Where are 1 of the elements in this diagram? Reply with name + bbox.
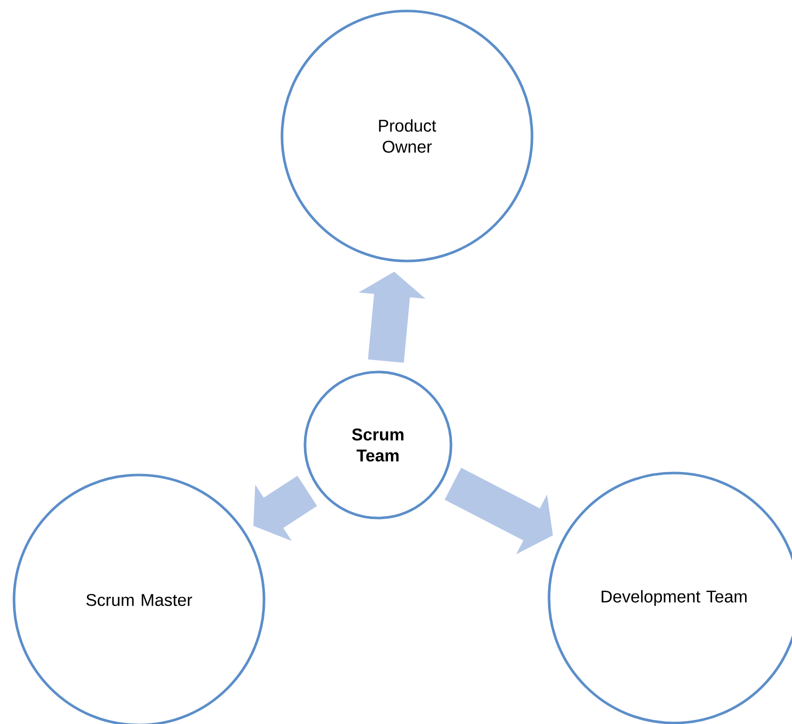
block-arrow (253, 476, 318, 541)
